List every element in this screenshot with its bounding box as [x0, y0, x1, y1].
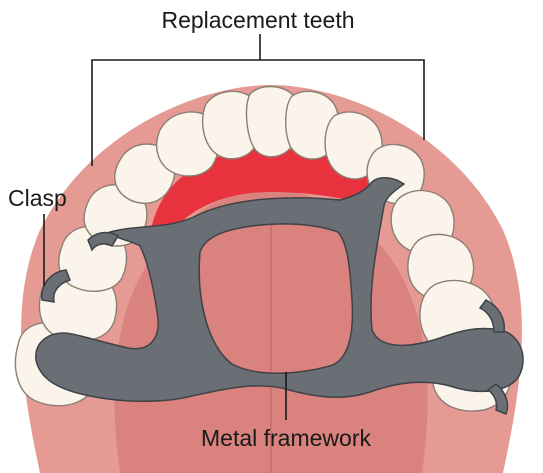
replacement-teeth-label: Replacement teeth: [161, 7, 354, 33]
clasp-label: Clasp: [8, 185, 67, 211]
metal-framework-label: Metal framework: [201, 425, 371, 451]
